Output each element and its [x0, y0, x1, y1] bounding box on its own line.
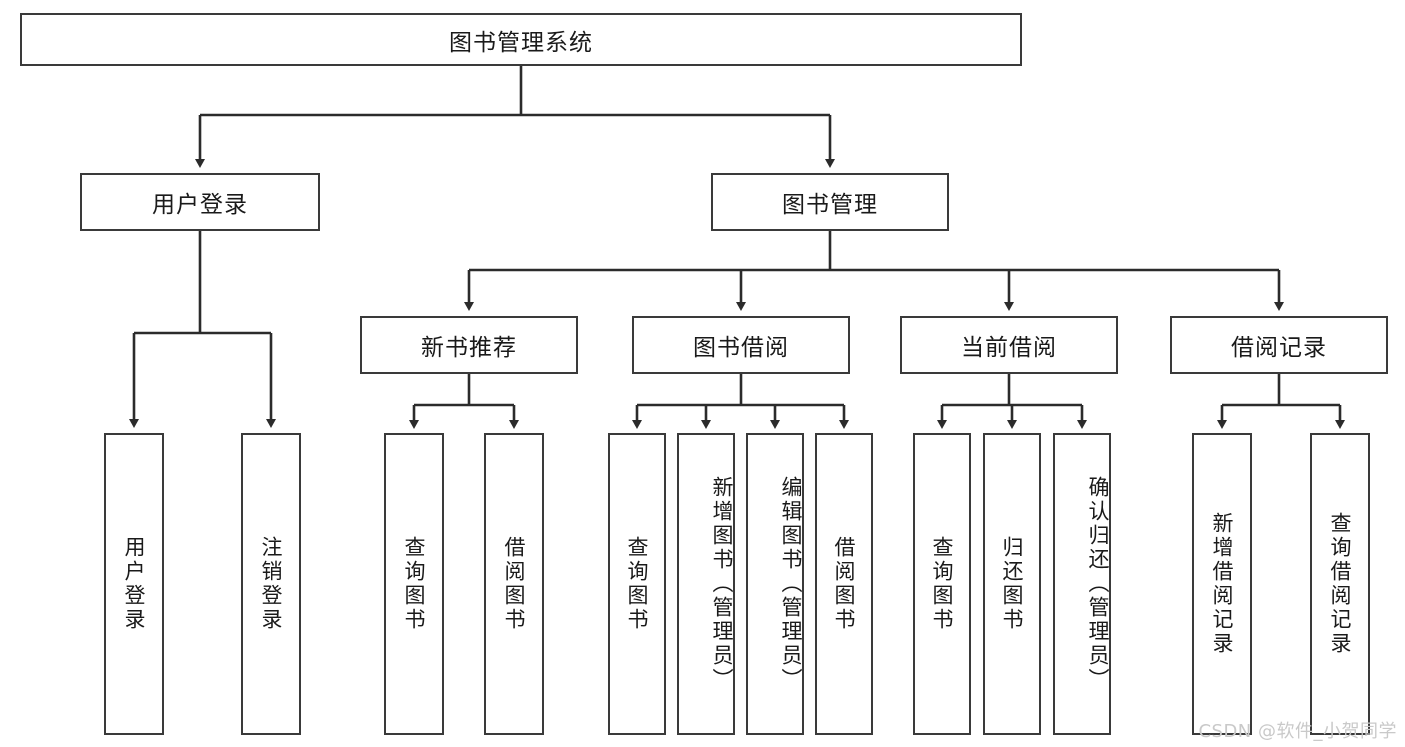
leaf-add-borrow-record-label: 新增借阅记录: [1210, 512, 1235, 656]
node-new-book-recommend-label: 新书推荐: [421, 335, 517, 361]
node-borrow-record[interactable]: 借阅记录: [1170, 316, 1388, 374]
leaf-return-book-label: 归还图书: [1000, 536, 1025, 632]
leaf-user-login-label: 用户登录: [122, 536, 147, 632]
leaf-query-book-recommend[interactable]: 查询图书: [384, 433, 444, 735]
leaf-add-book-admin-label: 新增图书（管理员）: [710, 476, 734, 692]
leaf-logout[interactable]: 注销登录: [241, 433, 301, 735]
leaf-borrow-book[interactable]: 借阅图书: [815, 433, 873, 735]
leaf-query-book-current-label: 查询图书: [930, 536, 955, 632]
node-book-management[interactable]: 图书管理: [711, 173, 949, 231]
leaf-user-login[interactable]: 用户登录: [104, 433, 164, 735]
leaf-query-book-borrow[interactable]: 查询图书: [608, 433, 666, 735]
leaf-add-book-admin[interactable]: 新增图书（管理员）: [677, 433, 735, 735]
leaf-add-borrow-record[interactable]: 新增借阅记录: [1192, 433, 1252, 735]
leaf-confirm-return-admin[interactable]: 确认归还（管理员）: [1053, 433, 1111, 735]
leaf-borrow-book-label: 借阅图书: [832, 536, 857, 632]
node-borrow-record-label: 借阅记录: [1231, 335, 1327, 361]
node-user-login-label: 用户登录: [152, 192, 248, 218]
node-new-book-recommend[interactable]: 新书推荐: [360, 316, 578, 374]
node-book-borrow-label: 图书借阅: [693, 335, 789, 361]
leaf-query-borrow-record-label: 查询借阅记录: [1328, 512, 1353, 656]
node-book-management-label: 图书管理: [782, 192, 878, 218]
node-root-label: 图书管理系统: [449, 29, 593, 56]
leaf-query-book-current[interactable]: 查询图书: [913, 433, 971, 735]
node-root[interactable]: 图书管理系统: [20, 13, 1022, 66]
leaf-return-book[interactable]: 归还图书: [983, 433, 1041, 735]
leaf-logout-label: 注销登录: [259, 536, 284, 632]
node-current-borrow-label: 当前借阅: [961, 335, 1057, 361]
node-user-login[interactable]: 用户登录: [80, 173, 320, 231]
node-book-borrow[interactable]: 图书借阅: [632, 316, 850, 374]
leaf-query-book-recommend-label: 查询图书: [402, 536, 427, 632]
leaf-query-borrow-record[interactable]: 查询借阅记录: [1310, 433, 1370, 735]
leaf-borrow-book-recommend-label: 借阅图书: [502, 536, 527, 632]
leaf-edit-book-admin-label: 编辑图书（管理员）: [779, 476, 803, 692]
csdn-watermark: CSDN @软件_小贺同学: [1198, 721, 1397, 742]
leaf-query-book-borrow-label: 查询图书: [625, 536, 650, 632]
node-current-borrow[interactable]: 当前借阅: [900, 316, 1118, 374]
leaf-borrow-book-recommend[interactable]: 借阅图书: [484, 433, 544, 735]
leaf-edit-book-admin[interactable]: 编辑图书（管理员）: [746, 433, 804, 735]
leaf-confirm-return-admin-label: 确认归还（管理员）: [1086, 476, 1110, 692]
